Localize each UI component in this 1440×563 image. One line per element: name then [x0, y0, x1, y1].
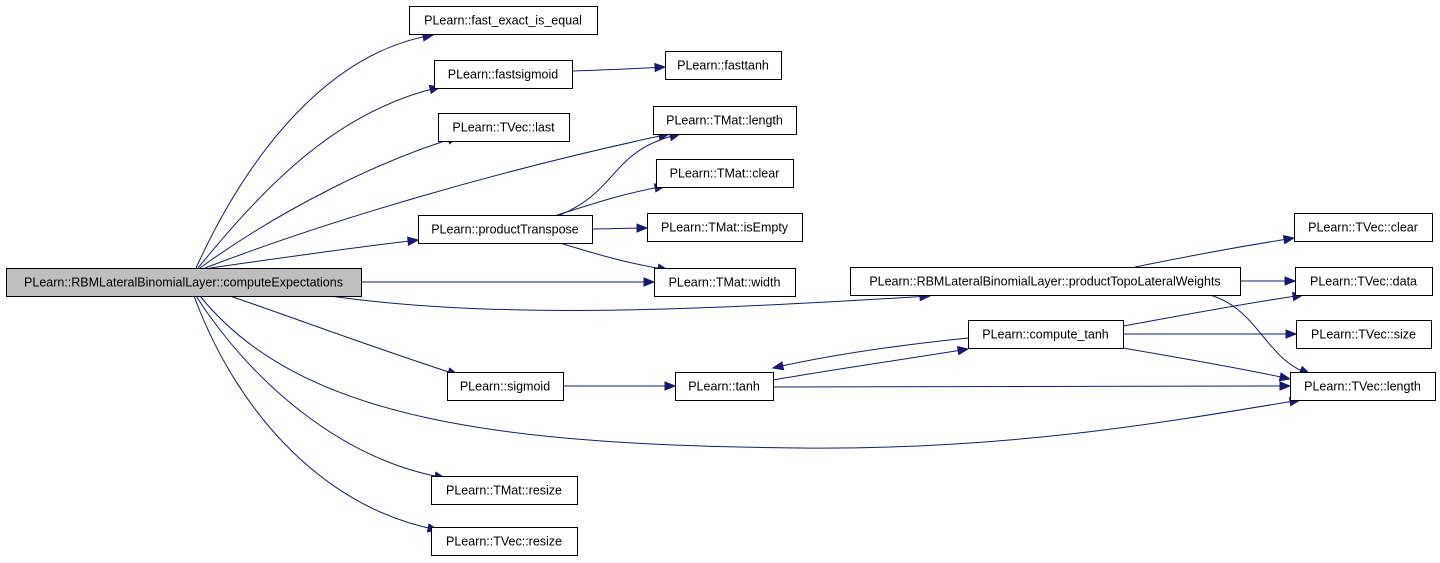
- edge-productTranspose-to-tmatlength: [559, 133, 681, 216]
- edge-root-to-productTranspose: [209, 239, 419, 269]
- node-box[interactable]: [968, 320, 1124, 349]
- edge-productTranspose-to-tmatisempty-arrowhead: [636, 223, 649, 233]
- node-label: PLearn::fastsigmoid: [448, 68, 559, 82]
- node-tmatresize[interactable]: PLearn::TMat::resize: [431, 476, 578, 505]
- node-label: PLearn::TMat::clear: [670, 167, 780, 181]
- edge-compute_tanh-to-tvecdata: [1122, 294, 1304, 327]
- node-label: PLearn::TVec::resize: [446, 535, 562, 549]
- edge-compute_tanh-to-tanh-arrowhead: [771, 361, 785, 371]
- node-tmatclear[interactable]: PLearn::TMat::clear: [656, 159, 794, 188]
- node-box[interactable]: [431, 476, 578, 505]
- node-box[interactable]: [431, 527, 578, 556]
- edge-root-to-sigmoid: [229, 295, 459, 376]
- node-label: PLearn::TMat::length: [666, 114, 783, 128]
- node-tvecdata[interactable]: PLearn::TVec::data: [1295, 267, 1433, 296]
- edge-compute_tanh-to-tanh: [772, 337, 969, 369]
- edge-root-to-tmatresize: [195, 295, 446, 479]
- node-box[interactable]: [647, 213, 803, 242]
- edge-root-to-tmatlength: [204, 133, 670, 269]
- node-tvecsize[interactable]: PLearn::TVec::size: [1296, 320, 1432, 349]
- edge-root-to-tveclast: [199, 136, 459, 269]
- nodes-layer: PLearn::RBMLateralBinomialLayer::compute…: [6, 6, 1436, 556]
- edge-productTranspose-to-tmatclear: [556, 185, 666, 216]
- node-label: PLearn::tanh: [688, 380, 760, 394]
- node-fastsigmoid[interactable]: PLearn::fastsigmoid: [434, 60, 573, 89]
- node-box[interactable]: [1294, 213, 1433, 242]
- node-box[interactable]: [1296, 320, 1432, 349]
- edge-fastsigmoid-to-fasttanh-arrowhead: [654, 62, 667, 73]
- node-fasttanh[interactable]: PLearn::fasttanh: [665, 51, 782, 80]
- node-label: PLearn::TMat::isEmpty: [661, 221, 789, 235]
- node-label: PLearn::TVec::data: [1310, 275, 1417, 289]
- node-tanh[interactable]: PLearn::tanh: [675, 372, 774, 401]
- node-box[interactable]: [418, 215, 593, 244]
- node-box[interactable]: [675, 372, 774, 401]
- edge-root-to-fast_exact: [195, 34, 434, 269]
- node-label: PLearn::TVec::size: [1311, 328, 1416, 342]
- node-label: PLearn::RBMLateralBinomialLayer::compute…: [24, 276, 343, 290]
- edge-root-to-tvecresize: [193, 295, 439, 531]
- node-box[interactable]: [1295, 267, 1433, 296]
- node-root[interactable]: PLearn::RBMLateralBinomialLayer::compute…: [6, 268, 362, 297]
- node-box[interactable]: [447, 372, 564, 401]
- edge-productTranspose-to-tmatwidth: [559, 242, 669, 271]
- edge-tanh-to-tveclength: [772, 385, 1291, 388]
- node-label: PLearn::RBMLateralBinomialLayer::product…: [869, 275, 1220, 289]
- node-box[interactable]: [850, 267, 1241, 296]
- node-box[interactable]: [1290, 372, 1436, 401]
- node-tvecclear[interactable]: PLearn::TVec::clear: [1294, 213, 1433, 242]
- edge-compute_tanh-to-tvecsize-arrowhead: [1285, 329, 1298, 339]
- edge-root-to-fastsigmoid: [197, 86, 441, 269]
- node-tveclast[interactable]: PLearn::TVec::last: [438, 113, 570, 142]
- edge-fastsigmoid-to-fasttanh: [571, 66, 666, 72]
- node-compute_tanh[interactable]: PLearn::compute_tanh: [968, 320, 1124, 349]
- node-tmatwidth[interactable]: PLearn::TMat::width: [654, 268, 796, 297]
- node-box[interactable]: [6, 268, 362, 297]
- node-label: PLearn::fast_exact_is_equal: [424, 14, 582, 28]
- node-tvecresize[interactable]: PLearn::TVec::resize: [431, 527, 578, 556]
- node-label: PLearn::productTranspose: [431, 223, 579, 237]
- node-label: PLearn::fasttanh: [677, 59, 769, 73]
- node-box[interactable]: [409, 6, 598, 35]
- node-label: PLearn::sigmoid: [460, 380, 550, 394]
- node-label: PLearn::TVec::length: [1304, 380, 1421, 394]
- node-box[interactable]: [654, 268, 796, 297]
- node-box[interactable]: [653, 106, 797, 135]
- node-box[interactable]: [438, 113, 570, 142]
- edge-root-to-productTopo: [329, 295, 931, 311]
- edge-productTopo-to-tvecdata-arrowhead: [1284, 276, 1297, 286]
- node-tmatisempty[interactable]: PLearn::TMat::isEmpty: [647, 213, 803, 242]
- node-tmatlength[interactable]: PLearn::TMat::length: [653, 106, 797, 135]
- node-label: PLearn::TMat::width: [669, 276, 781, 290]
- edge-compute_tanh-to-tveclength-arrowhead: [1278, 372, 1292, 382]
- node-box[interactable]: [434, 60, 573, 89]
- node-productTranspose[interactable]: PLearn::productTranspose: [418, 215, 593, 244]
- node-fast_exact[interactable]: PLearn::fast_exact_is_equal: [409, 6, 598, 35]
- edge-tanh-to-compute_tanh-arrowhead: [956, 345, 970, 356]
- node-label: PLearn::TVec::clear: [1308, 221, 1418, 235]
- edge-root-to-tmatwidth-arrowhead: [643, 277, 656, 287]
- edge-compute_tanh-to-tveclength: [1122, 347, 1291, 380]
- node-tveclength[interactable]: PLearn::TVec::length: [1290, 372, 1436, 401]
- node-productTopo[interactable]: PLearn::RBMLateralBinomialLayer::product…: [850, 267, 1241, 296]
- edge-tanh-to-compute_tanh: [772, 348, 969, 381]
- node-label: PLearn::TMat::resize: [446, 484, 562, 498]
- node-box[interactable]: [656, 159, 794, 188]
- edge-tanh-to-tveclength-arrowhead: [1279, 381, 1292, 391]
- edge-root-to-tveclength: [199, 295, 1301, 449]
- edge-productTopo-to-tveclength: [1209, 294, 1311, 375]
- edge-productTopo-to-tvecclear: [1134, 237, 1295, 268]
- node-box[interactable]: [665, 51, 782, 80]
- node-label: PLearn::compute_tanh: [982, 328, 1109, 342]
- edge-root-to-productTranspose-arrowhead: [407, 236, 420, 246]
- edge-sigmoid-to-tanh-arrowhead: [664, 381, 677, 391]
- node-label: PLearn::TVec::last: [452, 121, 555, 135]
- edge-productTopo-to-tvecclear-arrowhead: [1282, 234, 1296, 245]
- node-sigmoid[interactable]: PLearn::sigmoid: [447, 372, 564, 401]
